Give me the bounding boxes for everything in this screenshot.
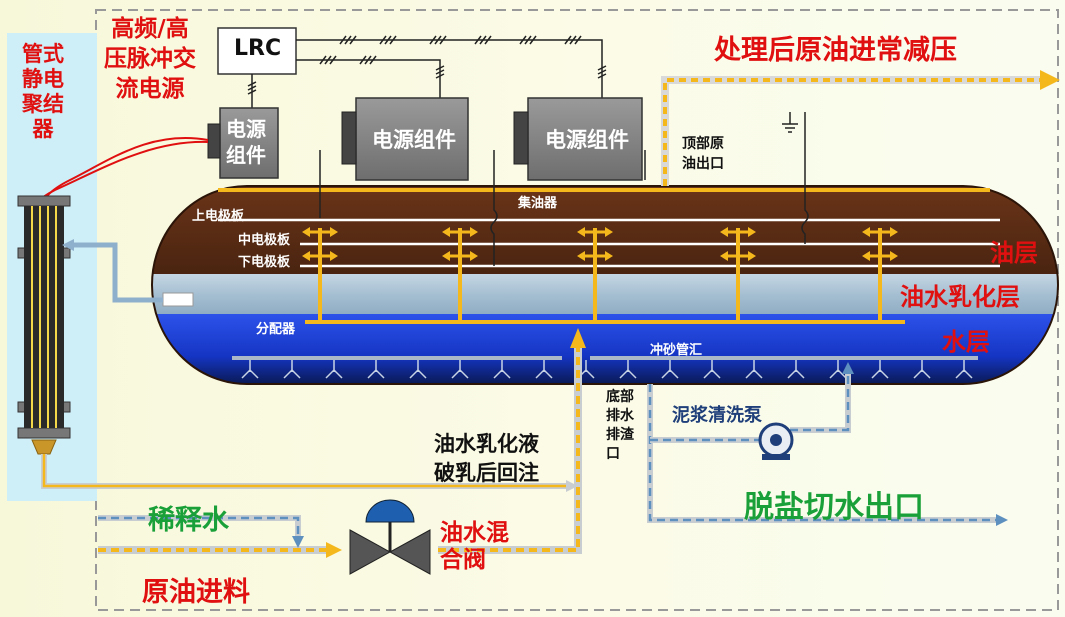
electrode-arrow-head (748, 227, 756, 237)
reinjection-label: 油水乳化液 破乳后回注 (434, 432, 539, 485)
sprayer-nozzle (283, 360, 301, 379)
lower-electrode-label: 下电极板 (238, 255, 291, 270)
sprayer-nozzle (619, 360, 637, 379)
electrode-arrow-head (605, 251, 613, 261)
mud-pump-label: 泥浆清洗泵 (672, 405, 762, 426)
upper-electrode-label: 上电极板 (192, 209, 245, 224)
mud-pump-icon (758, 422, 794, 460)
sprayer-nozzle (409, 360, 427, 379)
distributor-label: 分配器 (256, 322, 296, 337)
sprayer-nozzle (325, 360, 343, 379)
desalted-water-label: 脱盐切水出口 (744, 490, 924, 525)
lrc-label: LRC (234, 36, 282, 61)
electrode-arrow-head (577, 227, 585, 237)
sprayer-nozzle (493, 360, 511, 379)
electrode-arrow-head (470, 227, 478, 237)
electrode-arrow-head (442, 251, 450, 261)
power-module-label-1: 电源组件 (372, 128, 456, 152)
sprayer-nozzle (955, 360, 973, 379)
sprayer-nozzle (829, 360, 847, 379)
electrode-arrow-head (890, 251, 898, 261)
sprayer-nozzle (703, 360, 721, 379)
water-layer-label: 水层 (942, 328, 990, 356)
mix-valve-label: 油水混 合阀 (440, 520, 509, 573)
sprayer-nozzle (787, 360, 805, 379)
electrode-arrow-head (302, 251, 310, 261)
sprayer-nozzle (241, 360, 259, 379)
electrode-arrow-head (748, 251, 756, 261)
crude-feed-label: 原油进料 (142, 577, 250, 608)
power-module-small-label: 电源 组件 (226, 117, 266, 167)
power-source-label: 高频/高 压脉冲交 流电源 (104, 16, 196, 102)
electrode-arrow-head (470, 251, 478, 261)
sprayer-nozzle (745, 360, 763, 379)
middle-electrode-label: 中电极板 (238, 233, 291, 248)
electrode-arrow-head (330, 251, 338, 261)
power-module-label-2: 电源组件 (545, 128, 629, 152)
electrode-arrow-head (605, 227, 613, 237)
electrode-arrow-head (720, 251, 728, 261)
treated-oil-label: 处理后原油进常减压 (714, 35, 957, 66)
sprayer-nozzle (871, 360, 889, 379)
sprayer-nozzle (451, 360, 469, 379)
electrode-arrow-head (720, 227, 728, 237)
sand-header-label: 冲砂管汇 (650, 343, 703, 358)
sprayer-nozzle (535, 360, 553, 379)
mixing-valve-icon (349, 499, 431, 575)
electrode-arrow-head (442, 227, 450, 237)
electrode-arrow-head (302, 227, 310, 237)
dilution-water-label: 稀释水 (148, 505, 229, 536)
sprayer-nozzle (367, 360, 385, 379)
electrode-arrow-head (890, 227, 898, 237)
electrode-arrow-head (862, 251, 870, 261)
coalescer-tube (17, 195, 71, 455)
electrode-arrow-head (330, 227, 338, 237)
oil-layer-label: 油层 (990, 239, 1038, 267)
collector-label: 集油器 (518, 196, 558, 211)
emulsion-layer-label: 油水乳化层 (900, 283, 1020, 311)
electrode-arrow-head (577, 251, 585, 261)
top-outlet-label: 顶部原 油出口 (682, 136, 724, 172)
bottom-drain-label: 底部 排水 排渣 口 (606, 389, 634, 462)
coalescer-label: 管式 静电 聚结 器 (22, 42, 64, 141)
sprayer-nozzle (661, 360, 679, 379)
sprayer-nozzle (913, 360, 931, 379)
electrode-arrow-head (862, 227, 870, 237)
